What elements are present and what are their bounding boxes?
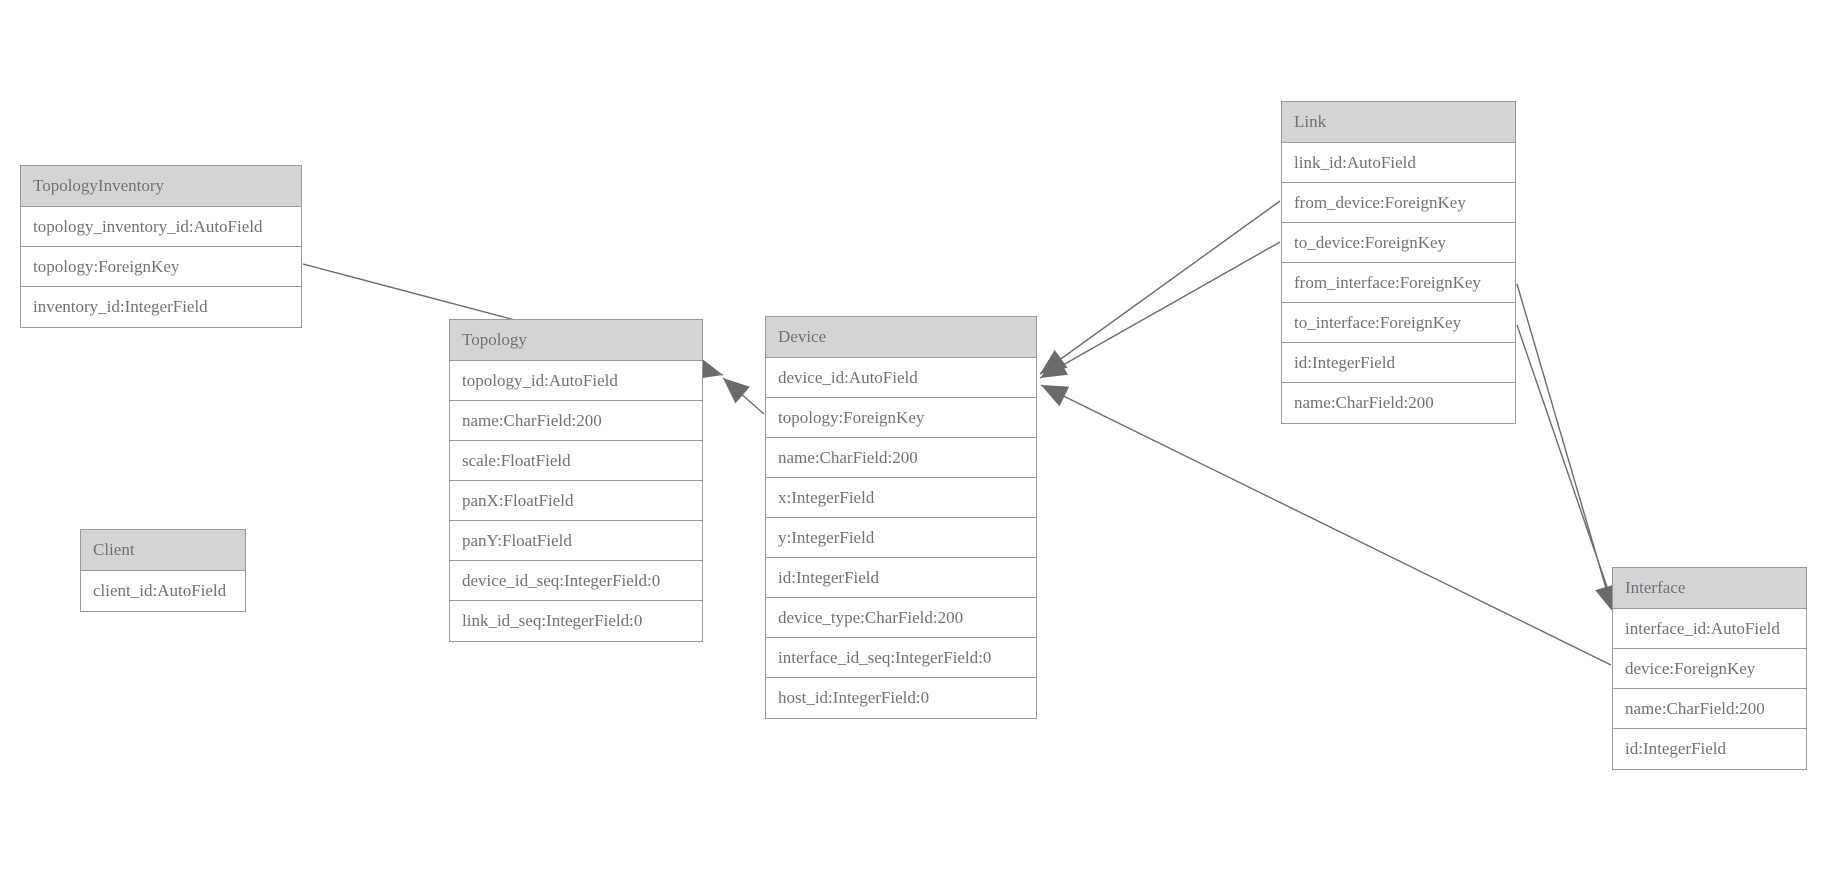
relationship-arrowhead xyxy=(723,378,750,404)
entity-field-row: name:CharField:200 xyxy=(1282,383,1515,423)
entity-field-row: device:ForeignKey xyxy=(1613,649,1806,689)
relationship-line xyxy=(1516,324,1617,614)
entity-field-row: device_id:AutoField xyxy=(766,358,1036,398)
entity-field-row: panX:FloatField xyxy=(450,481,702,521)
entity-field-row: from_interface:ForeignKey xyxy=(1282,263,1515,303)
entity-field-row: link_id_seq:IntegerField:0 xyxy=(450,601,702,641)
relationship-line xyxy=(722,377,765,415)
entity-field-row: name:CharField:200 xyxy=(1613,689,1806,729)
relationship-line xyxy=(1039,241,1281,379)
entity-field-row: name:CharField:200 xyxy=(766,438,1036,478)
relationship-link-from_device-device xyxy=(1039,200,1281,375)
entity-header-link: Link xyxy=(1282,102,1515,143)
relationship-link-to_device-device xyxy=(1039,241,1281,379)
entity-field-row: interface_id_seq:IntegerField:0 xyxy=(766,638,1036,678)
entity-header-topologyinventory: TopologyInventory xyxy=(21,166,301,207)
relationship-line xyxy=(1040,384,1612,666)
entity-field-row: interface_id:AutoField xyxy=(1613,609,1806,649)
entity-header-interface: Interface xyxy=(1613,568,1806,609)
entity-field-row: id:IntegerField xyxy=(1282,343,1515,383)
relationship-link-from_interface-interface xyxy=(1516,283,1617,613)
entity-field-row: scale:FloatField xyxy=(450,441,702,481)
relationship-arrowhead xyxy=(1041,385,1070,407)
entity-field-row: topology_id:AutoField xyxy=(450,361,702,401)
entity-field-row: link_id:AutoField xyxy=(1282,143,1515,183)
entity-field-row: panY:FloatField xyxy=(450,521,702,561)
relationship-arrowhead xyxy=(1040,349,1068,374)
entity-field-row: x:IntegerField xyxy=(766,478,1036,518)
entity-field-row: host_id:IntegerField:0 xyxy=(766,678,1036,718)
relationship-arrowhead xyxy=(1040,355,1069,378)
entity-field-row: topology:ForeignKey xyxy=(21,247,301,287)
entity-header-device: Device xyxy=(766,317,1036,358)
entity-field-row: from_device:ForeignKey xyxy=(1282,183,1515,223)
relationship-link-to_interface-interface xyxy=(1516,324,1618,614)
entity-field-row: topology_inventory_id:AutoField xyxy=(21,207,301,247)
entity-header-client: Client xyxy=(81,530,245,571)
relationship-line xyxy=(1039,200,1281,375)
entity-field-row: to_device:ForeignKey xyxy=(1282,223,1515,263)
relationship-line xyxy=(1516,283,1614,613)
entity-field-row: id:IntegerField xyxy=(766,558,1036,598)
entity-field-row: y:IntegerField xyxy=(766,518,1036,558)
relationship-device-topology xyxy=(722,377,765,415)
entity-header-topology: Topology xyxy=(450,320,702,361)
entity-field-row: device_type:CharField:200 xyxy=(766,598,1036,638)
entity-field-row: id:IntegerField xyxy=(1613,729,1806,769)
entity-field-row: to_interface:ForeignKey xyxy=(1282,303,1515,343)
entity-field-row: device_id_seq:IntegerField:0 xyxy=(450,561,702,601)
entity-field-row: topology:ForeignKey xyxy=(766,398,1036,438)
entity-field-row: name:CharField:200 xyxy=(450,401,702,441)
entity-field-row: inventory_id:IntegerField xyxy=(21,287,301,327)
entity-field-row: client_id:AutoField xyxy=(81,571,245,611)
